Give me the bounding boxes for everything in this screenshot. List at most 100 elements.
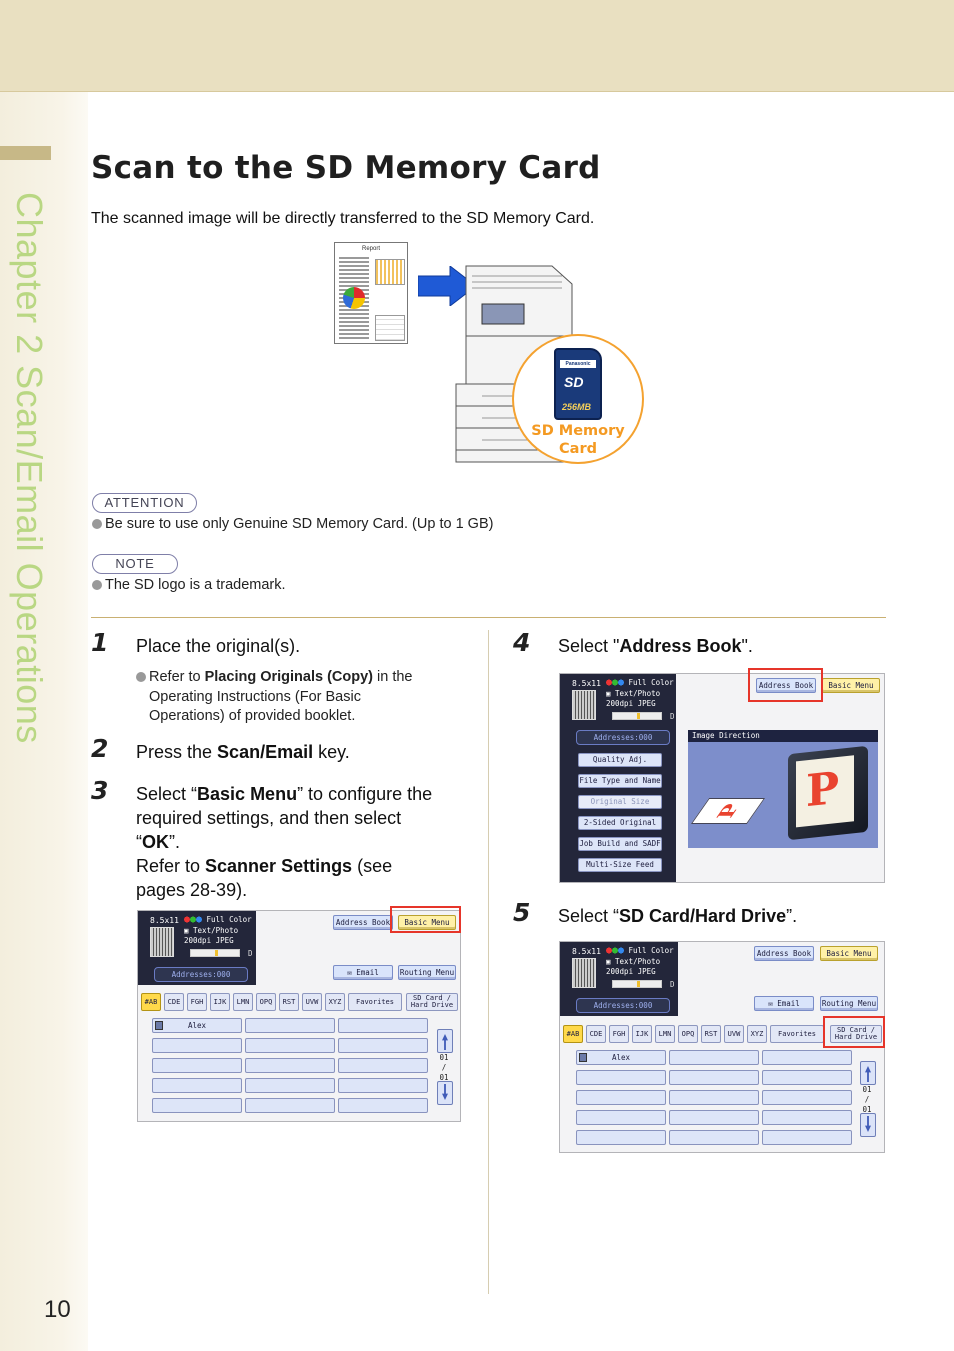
page-up-arrow-icon[interactable] [860, 1061, 876, 1085]
hero-illustration: Report Panasonic SD 256MB SD Memory [332, 238, 652, 468]
tab-ab[interactable]: #AB [563, 1025, 583, 1043]
tab-uvw[interactable]: UVW [302, 993, 322, 1011]
two-sided-original-button[interactable]: 2-Sided Original [578, 816, 662, 830]
sd-card-logo: SD [564, 374, 584, 390]
address-entry-empty[interactable] [576, 1070, 666, 1085]
index-tabs: #AB CDE FGH IJK LMN OPQ RST UVW XYZ Favo… [138, 993, 460, 1013]
address-entry-empty[interactable] [762, 1090, 852, 1105]
tab-ab[interactable]: #AB [141, 993, 161, 1011]
density-gauge [612, 980, 662, 988]
tab-favorites[interactable]: Favorites [348, 993, 402, 1011]
address-entry-empty[interactable] [762, 1110, 852, 1125]
tab-opq[interactable]: OPQ [678, 1025, 698, 1043]
step-3-l4-bold: Scanner Settings [205, 856, 353, 876]
mode-doc: Text/Photo [193, 925, 239, 935]
gauge-end-label: D [670, 980, 675, 989]
address-entry-empty[interactable] [338, 1018, 428, 1033]
tab-cde[interactable]: CDE [164, 993, 184, 1011]
tab-opq[interactable]: OPQ [256, 993, 276, 1011]
address-entry-empty[interactable] [338, 1098, 428, 1113]
address-entry-empty[interactable] [669, 1050, 759, 1065]
tab-rst[interactable]: RST [279, 993, 299, 1011]
mode-resolution: 200dpi JPEG [606, 967, 656, 976]
address-entry-empty[interactable] [669, 1070, 759, 1085]
page-down-arrow-icon[interactable] [437, 1081, 453, 1105]
tab-uvw[interactable]: UVW [724, 1025, 744, 1043]
gauge-end-label: D [248, 949, 253, 958]
tab-favorites[interactable]: Favorites [770, 1025, 824, 1043]
doc-mode-icon: ▣ [606, 956, 611, 966]
tab-rst[interactable]: RST [701, 1025, 721, 1043]
address-entry-empty[interactable] [669, 1130, 759, 1145]
address-book-button[interactable]: Address Book [756, 678, 816, 693]
address-entry-empty[interactable] [338, 1038, 428, 1053]
address-entry-empty[interactable] [245, 1018, 335, 1033]
original-thumbnail [572, 958, 596, 988]
tab-xyz[interactable]: XYZ [747, 1025, 767, 1043]
tab-fgh[interactable]: FGH [187, 993, 207, 1011]
address-entry-alex[interactable]: Alex [576, 1050, 666, 1065]
density-gauge [612, 712, 662, 720]
address-entry-empty[interactable] [245, 1078, 335, 1093]
tab-xyz[interactable]: XYZ [325, 993, 345, 1011]
address-entry-empty[interactable] [669, 1110, 759, 1125]
page-sep: / [864, 1095, 870, 1104]
page-number: 10 [44, 1296, 71, 1323]
email-button[interactable]: ✉ Email [333, 965, 393, 980]
address-entry-alex[interactable]: Alex [152, 1018, 242, 1033]
tab-sd-card-hard-drive[interactable]: SD Card /Hard Drive [406, 993, 458, 1011]
tab-cde[interactable]: CDE [586, 1025, 606, 1043]
step-3-l4-pre: Refer to [136, 856, 206, 876]
tab-sd-card-hard-drive[interactable]: SD Card /Hard Drive [830, 1025, 882, 1043]
page-down-arrow-icon[interactable] [860, 1113, 876, 1137]
address-entry-empty[interactable] [338, 1078, 428, 1093]
address-entry-empty[interactable] [576, 1130, 666, 1145]
address-entry-empty[interactable] [245, 1098, 335, 1113]
tab-fgh[interactable]: FGH [609, 1025, 629, 1043]
address-entry-empty[interactable] [338, 1058, 428, 1073]
address-entry-empty[interactable] [152, 1038, 242, 1053]
page-indicator: 01/01 [435, 1053, 453, 1083]
address-book-button[interactable]: Address Book [333, 915, 393, 930]
page-up-arrow-icon[interactable] [437, 1029, 453, 1053]
basic-menu-button[interactable]: Basic Menu [820, 946, 878, 961]
job-build-sadf-button[interactable]: Job Build and SADF [578, 837, 662, 851]
tab-ijk[interactable]: IJK [632, 1025, 652, 1043]
address-entry-empty[interactable] [245, 1058, 335, 1073]
tab-ijk[interactable]: IJK [210, 993, 230, 1011]
basic-menu-button[interactable]: Basic Menu [822, 678, 880, 693]
page-title: Scan to the SD Memory Card [91, 150, 601, 186]
quality-adj-button[interactable]: Quality Adj. [578, 753, 662, 767]
address-entry-empty[interactable] [152, 1058, 242, 1073]
address-entry-empty[interactable] [245, 1038, 335, 1053]
tab-lmn[interactable]: LMN [655, 1025, 675, 1043]
step-3-l5: pages 28-39). [136, 880, 248, 900]
original-size-button[interactable]: Original Size [578, 795, 662, 809]
routing-menu-button[interactable]: Routing Menu [398, 965, 456, 980]
address-entry-empty[interactable] [152, 1098, 242, 1113]
step-3-l4-post: (see [352, 856, 393, 876]
address-entry-empty[interactable] [669, 1090, 759, 1105]
note-badge: NOTE [92, 554, 178, 574]
routing-menu-button[interactable]: Routing Menu [820, 996, 878, 1011]
chapter-label: Chapter 2 Scan/Email Operations [9, 192, 50, 744]
step-5-text: Select “SD Card/Hard Drive”. [558, 904, 797, 928]
basic-menu-button[interactable]: Basic Menu [398, 915, 456, 930]
address-entry-empty[interactable] [152, 1078, 242, 1093]
address-entry-empty[interactable] [762, 1130, 852, 1145]
address-entry-empty[interactable] [576, 1110, 666, 1125]
tab-sd-line1: SD Card / [837, 1026, 875, 1034]
note-text-line: The SD logo is a trademark. [92, 577, 286, 593]
file-type-name-button[interactable]: File Type and Name [578, 774, 662, 788]
email-button[interactable]: ✉ Email [754, 996, 814, 1011]
address-entry-empty[interactable] [762, 1050, 852, 1065]
multi-size-feed-button[interactable]: Multi-Size Feed [578, 858, 662, 872]
step-3-number: 3 [91, 776, 109, 805]
tab-lmn[interactable]: LMN [233, 993, 253, 1011]
address-book-button[interactable]: Address Book [754, 946, 814, 961]
address-entry-empty[interactable] [762, 1070, 852, 1085]
step-1-text: Place the original(s). [136, 636, 301, 656]
report-pie-chart-icon [343, 287, 365, 309]
image-direction-panel: Image Direction P P [688, 730, 878, 848]
address-entry-empty[interactable] [576, 1090, 666, 1105]
